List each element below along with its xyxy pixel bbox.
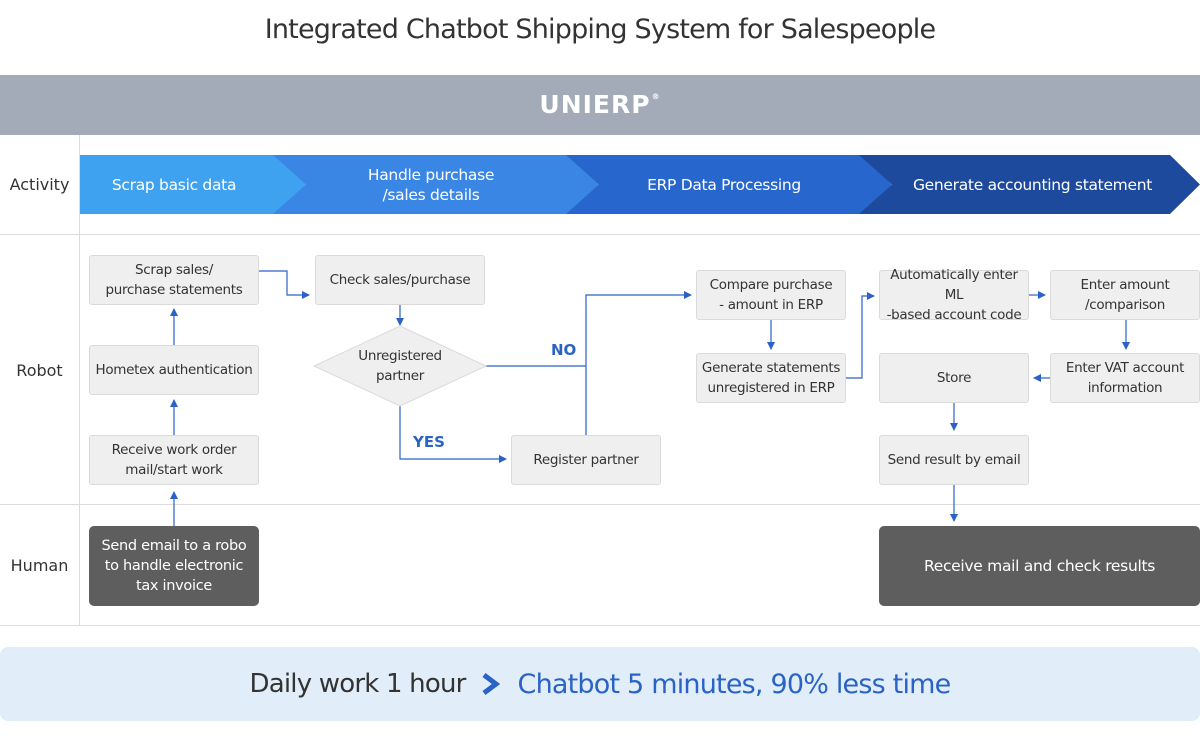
activity-step-erp: ERP Data Processing — [566, 155, 892, 214]
activity-step-label: ERP Data Processing — [647, 175, 801, 194]
activity-step-label: Handle purchase /sales details — [367, 165, 495, 204]
label-yes: YES — [413, 433, 445, 451]
lane-label-human: Human — [10, 556, 69, 575]
lane-label-robot: Robot — [16, 361, 63, 380]
box-label: Automatically enter ML -based account co… — [886, 267, 1022, 323]
lane-divider-activity — [0, 234, 1200, 235]
box-label: Receive mail and check results — [923, 557, 1156, 575]
lane-label-divider — [79, 135, 80, 626]
activity-step-handle: Handle purchase /sales details — [273, 155, 599, 214]
arrow-scrap-to-check — [259, 270, 310, 299]
box-store: Store — [879, 353, 1029, 403]
brand-logo: UNIERP — [539, 90, 651, 119]
lane-label-activity: Activity — [9, 175, 70, 194]
box-label: Scrap sales/ purchase statements — [105, 262, 243, 298]
box-label: Hometex authentication — [95, 362, 253, 378]
box-receive-order: Receive work order mail/start work — [89, 435, 259, 485]
chevron-right-icon — [482, 673, 500, 695]
registered-mark: ® — [651, 92, 661, 101]
brand-bar: UNIERP® — [0, 75, 1200, 135]
activity-step-accounting: Generate accounting statement — [859, 155, 1200, 214]
box-receive-mail: Receive mail and check results — [879, 526, 1200, 606]
lane-divider-human — [0, 625, 1200, 626]
summary-banner: Daily work 1 hour Chatbot 5 minutes, 90%… — [0, 647, 1200, 721]
box-enter-amount: Enter amount /comparison — [1050, 270, 1200, 320]
box-label: Send result by email — [887, 452, 1021, 468]
box-auto-enter-code: Automatically enter ML -based account co… — [879, 267, 1029, 323]
arrow-to-compare — [585, 291, 692, 435]
box-label: Generate statements unregistered in ERP — [701, 360, 841, 396]
box-label: Check sales/purchase — [329, 272, 471, 288]
box-scrap-statements: Scrap sales/ purchase statements — [89, 255, 259, 305]
box-enter-vat: Enter VAT account information — [1050, 353, 1200, 403]
box-generate-statements: Generate statements unregistered in ERP — [696, 353, 846, 403]
box-hometex-auth: Hometex authentication — [89, 345, 259, 395]
label-no: NO — [551, 341, 577, 359]
box-label: Compare purchase - amount in ERP — [709, 277, 833, 313]
summary-before: Daily work 1 hour — [249, 669, 467, 699]
box-label: Enter VAT account information — [1065, 360, 1185, 396]
decision-label: Unregistered partner — [358, 348, 442, 384]
lane-divider-robot — [0, 504, 1200, 505]
box-label: Store — [936, 370, 972, 386]
summary-after: Chatbot 5 minutes, 90% less time — [517, 668, 952, 700]
box-compare-purchase: Compare purchase - amount in ERP — [696, 270, 846, 320]
box-label: Receive work order mail/start work — [111, 442, 237, 478]
activity-step-label: Generate accounting statement — [912, 175, 1153, 194]
activity-step-scrap: Scrap basic data — [80, 155, 306, 214]
arrow-generate-to-auto — [846, 292, 875, 379]
box-send-email: Send result by email — [879, 435, 1029, 485]
box-label: Register partner — [533, 452, 639, 468]
decision-diamond — [312, 325, 488, 407]
arrow-decision-yes — [399, 405, 507, 463]
box-check-sales: Check sales/purchase — [315, 255, 485, 305]
box-label: Send email to a robo to handle electroni… — [101, 538, 247, 594]
page-title: Integrated Chatbot Shipping System for S… — [264, 14, 936, 45]
box-label: Enter amount /comparison — [1080, 277, 1170, 313]
box-register-partner: Register partner — [511, 435, 661, 485]
activity-step-label: Scrap basic data — [111, 175, 237, 194]
box-send-email-robo: Send email to a robo to handle electroni… — [89, 526, 259, 606]
